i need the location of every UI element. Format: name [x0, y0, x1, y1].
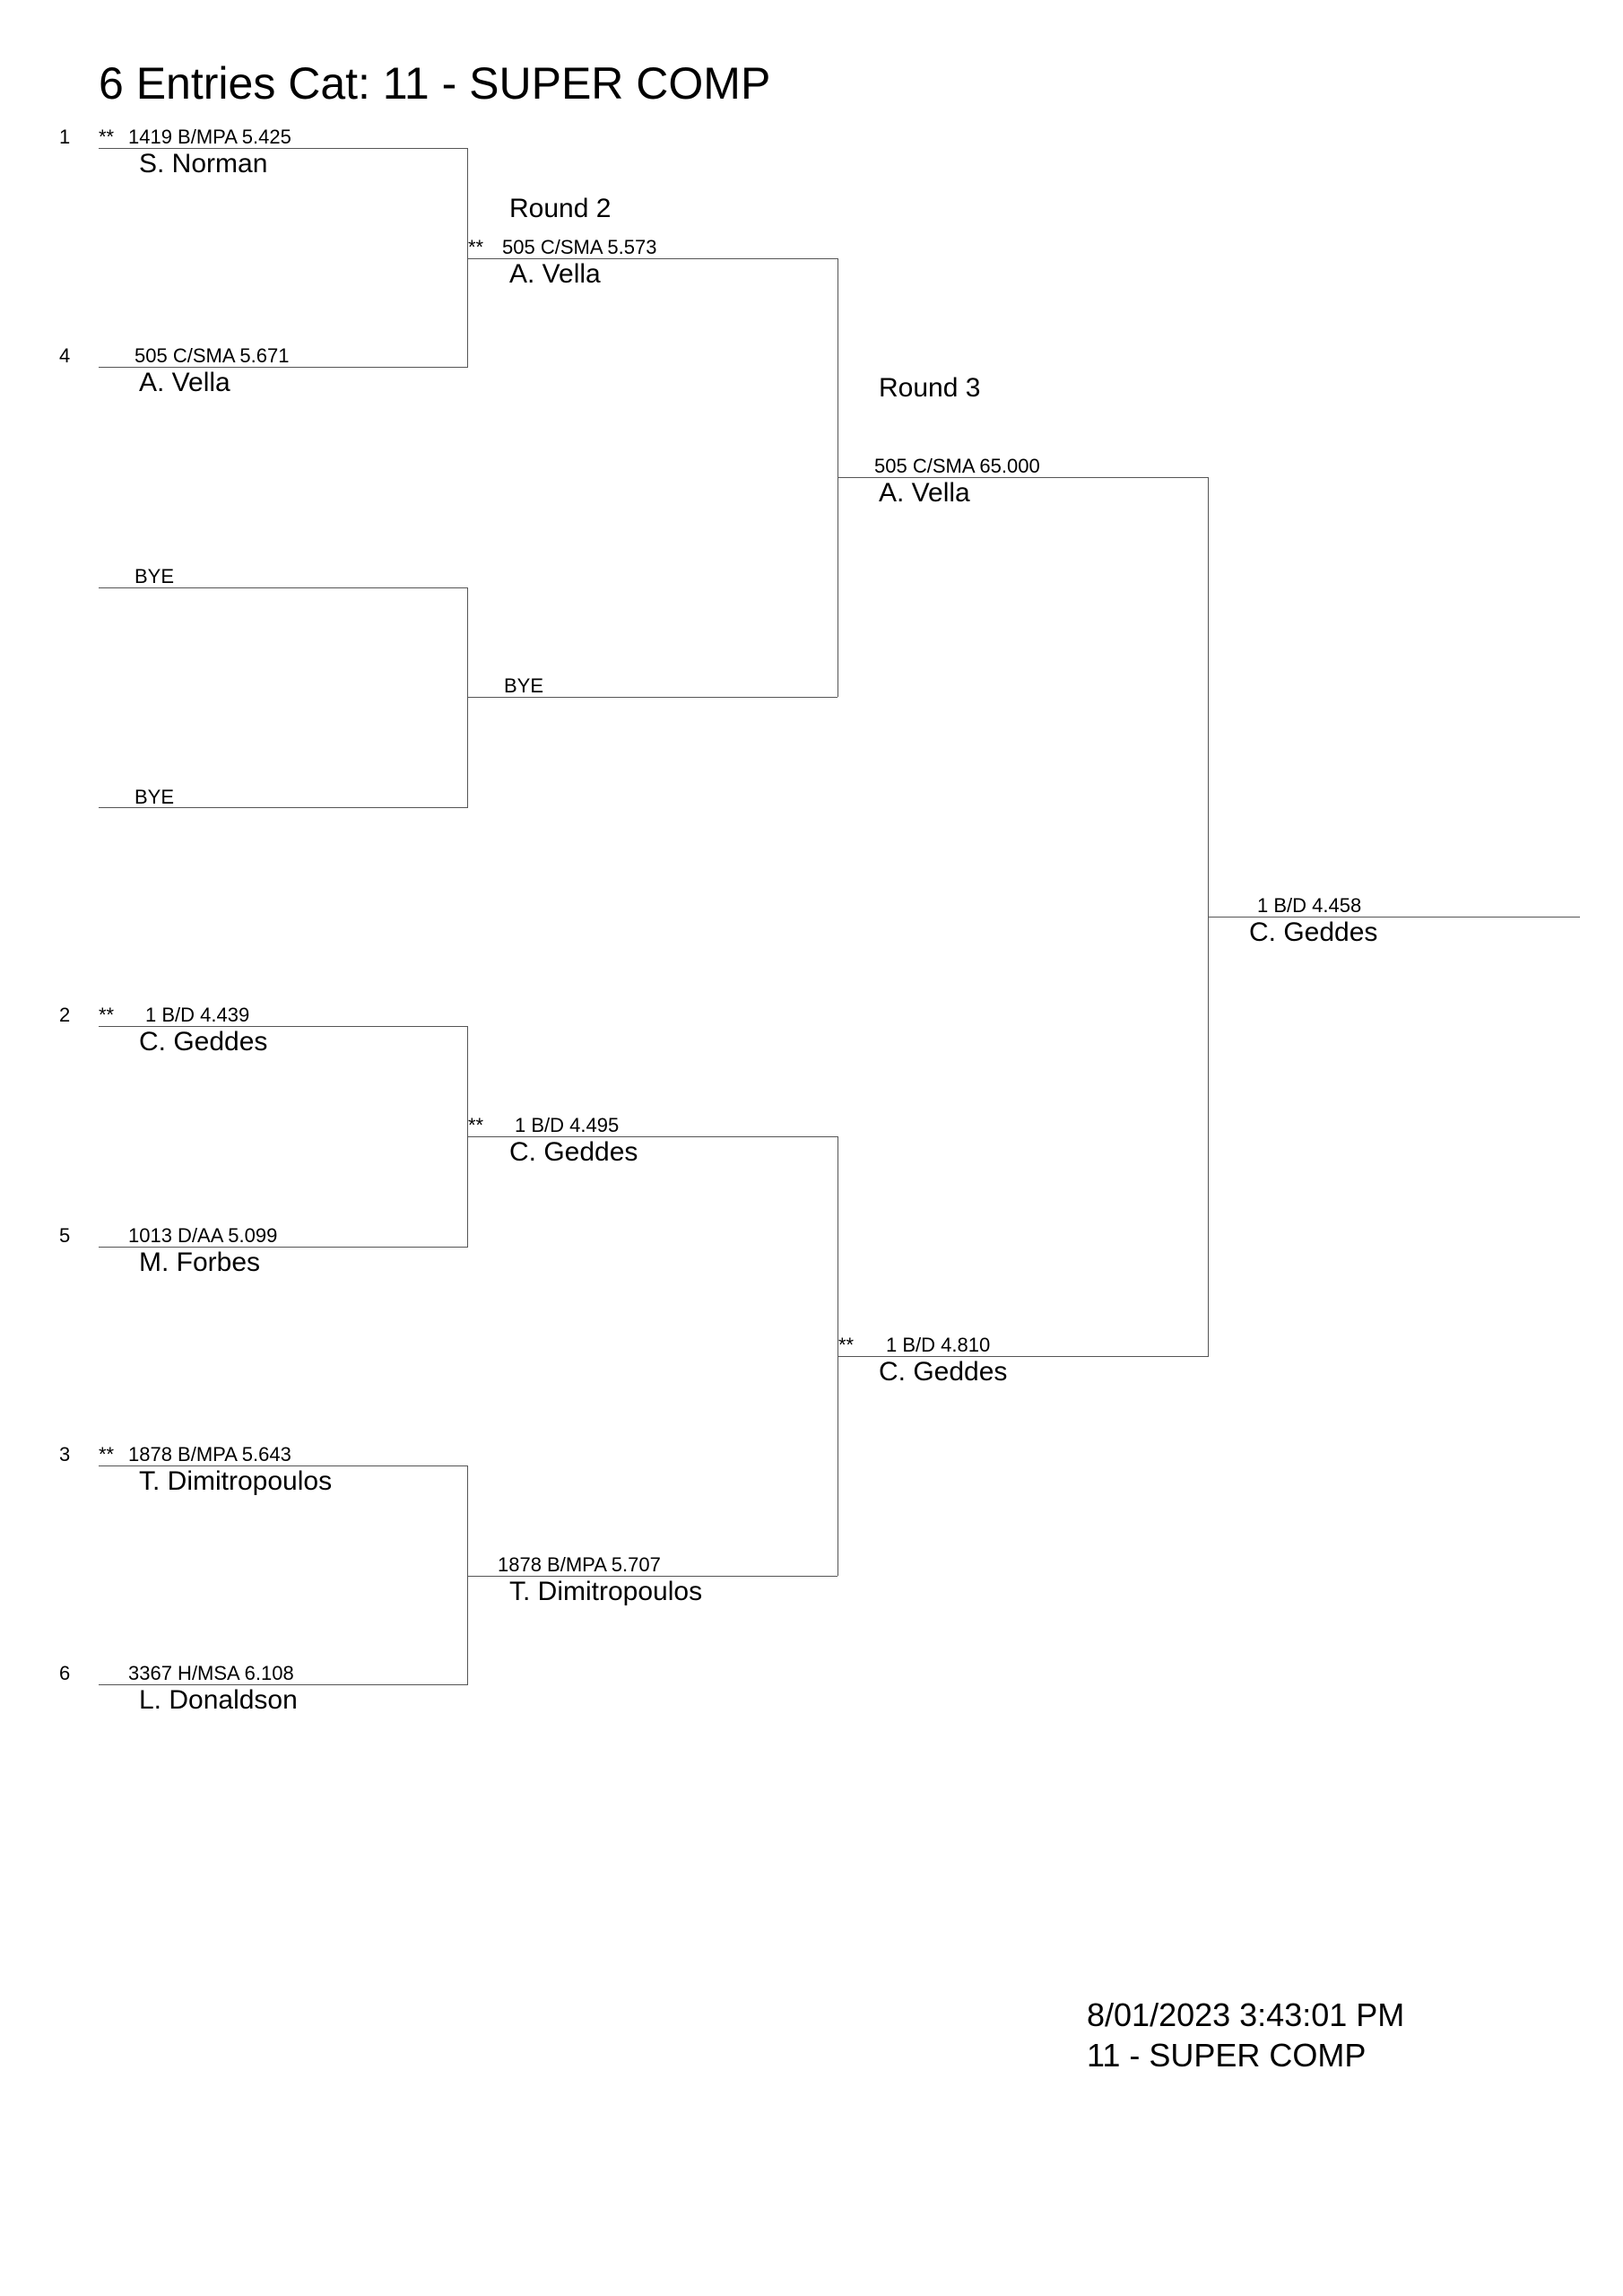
bracket-line — [99, 367, 468, 368]
seed-number: 2 — [59, 1004, 71, 1026]
bracket-line — [838, 1356, 1209, 1357]
bracket-line — [99, 1026, 468, 1027]
bracket-line — [99, 1247, 468, 1248]
entry-info: 1 B/D 4.495 — [515, 1114, 620, 1136]
bracket-line — [468, 258, 838, 259]
entry-name: S. Norman — [139, 149, 268, 178]
seed-number: 1 — [59, 126, 71, 148]
bracket-line — [468, 1136, 838, 1137]
entry-name: C. Geddes — [139, 1027, 268, 1057]
seed-number: 6 — [59, 1662, 71, 1684]
bracket-line — [468, 1576, 838, 1577]
bracket-connector — [467, 1026, 468, 1247]
bracket-line — [468, 697, 838, 698]
print-timestamp: 8/01/2023 3:43:01 PM — [1087, 1996, 1405, 2033]
winner-marker: ** — [468, 236, 484, 258]
entry-info: 505 C/SMA 5.573 — [502, 236, 657, 258]
page-title: 6 Entries Cat: 11 - SUPER COMP — [99, 58, 771, 109]
entry-name: A. Vella — [879, 478, 970, 508]
winner-marker: ** — [99, 126, 115, 148]
entry-info: BYE — [135, 565, 175, 587]
entry-info: 1878 B/MPA 5.643 — [128, 1443, 291, 1465]
seed-number: 4 — [59, 344, 71, 367]
entry-info: 1013 D/AA 5.099 — [128, 1224, 278, 1247]
entry-name: L. Donaldson — [139, 1685, 298, 1715]
bracket-line — [99, 148, 468, 149]
winner-marker: ** — [838, 1334, 855, 1356]
winner-marker: ** — [99, 1443, 115, 1465]
entry-name: A. Vella — [139, 368, 230, 397]
bracket-line — [99, 1684, 468, 1685]
round-3-label: Round 3 — [879, 373, 981, 403]
bracket-line — [838, 477, 1209, 478]
entry-name: A. Vella — [509, 259, 601, 289]
round-2-label: Round 2 — [509, 194, 612, 223]
entry-info: 1 B/D 4.810 — [886, 1334, 991, 1356]
seed-number: 5 — [59, 1224, 71, 1247]
bracket-connector — [467, 1465, 468, 1684]
bracket-connector — [1208, 477, 1209, 1356]
entry-name: T. Dimitropoulos — [139, 1466, 333, 1496]
seed-number: 3 — [59, 1443, 71, 1465]
entry-info: 1 B/D 4.458 — [1257, 894, 1362, 917]
entry-info: 1419 B/MPA 5.425 — [128, 126, 291, 148]
footer-category: 11 - SUPER COMP — [1087, 2037, 1367, 2074]
bracket-connector — [467, 148, 468, 367]
winner-marker: ** — [99, 1004, 115, 1026]
entry-name: C. Geddes — [1249, 918, 1378, 947]
entry-name: M. Forbes — [139, 1248, 261, 1277]
bracket-line — [99, 587, 468, 588]
entry-info: 505 C/SMA 5.671 — [135, 344, 290, 367]
winner-marker: ** — [468, 1114, 484, 1136]
bracket-line — [99, 1465, 468, 1466]
entry-name: C. Geddes — [509, 1137, 638, 1167]
entry-info: 1 B/D 4.439 — [145, 1004, 250, 1026]
entry-name: T. Dimitropoulos — [509, 1577, 703, 1606]
entry-info: 505 C/SMA 65.000 — [874, 455, 1040, 477]
entry-info: 1878 B/MPA 5.707 — [498, 1553, 661, 1576]
bracket-connector — [467, 587, 468, 807]
bracket-line — [1209, 917, 1580, 918]
entry-info: BYE — [504, 674, 544, 697]
bracket-line — [99, 807, 468, 808]
entry-info: 3367 H/MSA 6.108 — [128, 1662, 294, 1684]
entry-name: C. Geddes — [879, 1357, 1008, 1387]
entry-info: BYE — [135, 786, 175, 808]
